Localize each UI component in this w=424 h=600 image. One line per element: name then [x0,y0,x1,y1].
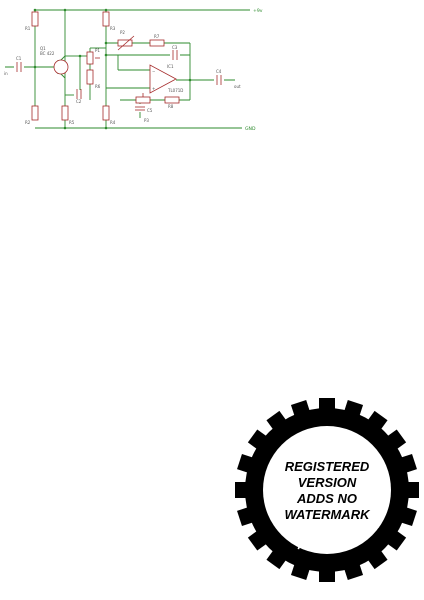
stamp-center [263,426,391,554]
transistor-q1 [53,59,69,75]
gear-tooth [385,529,407,551]
r5-label: R5 [69,120,75,125]
resistors [31,11,180,121]
r6-label: R6 [95,84,101,89]
gnd-label: GND [245,126,256,132]
svg-text:+: + [152,86,155,91]
r3-label: R3 [110,26,116,31]
stamp-line-1: REGISTERED [285,459,370,474]
gear-tooth [385,429,407,451]
resistor-r8 [164,96,180,104]
gear-tooth [247,529,269,551]
resistor-r1 [31,11,39,27]
capacitor-c4 [214,75,224,85]
gear-tooth [247,429,269,451]
resistor-r6 [86,69,94,85]
c5-label: C5 [147,108,153,113]
capacitors [14,50,224,112]
resistor-r4 [102,105,110,121]
opamp-ic1 [149,64,177,94]
c3-label: C3 [172,45,178,50]
capacitor-c2 [74,89,84,99]
gear-tooth [366,548,388,570]
resistor-r7 [149,39,165,47]
gear-tooth [266,548,288,570]
p1-label: P1 [95,48,100,53]
q1-part-label: BC 422 [40,51,55,56]
junctions [33,8,192,130]
c4-label: C4 [216,69,222,74]
gear-tooth [266,410,288,432]
q1-ref-label: Q1 [40,46,46,51]
stamp-line-3: ADDS NO [296,491,357,506]
capacitor-c3 [170,50,180,60]
capacitor-c1 [14,62,24,72]
output-label: out [234,84,241,89]
vplus-label: +9v [253,8,263,14]
capacitor-c5 [135,104,145,112]
potentiometer-p2 [117,35,135,51]
r7-label: R7 [154,34,160,39]
resistor-r5 [61,105,69,121]
p3-label: P3 [144,118,149,123]
potentiometer-p3 [135,93,151,104]
gear-tooth [366,410,388,432]
stamp-line-4: WATERMARK [285,507,372,522]
r1-label: R1 [25,26,31,31]
c2-label: C2 [76,99,82,104]
r8-label: R8 [168,104,174,109]
ic1-ref-label: IC1 [167,64,174,69]
r4-label: R4 [110,120,116,125]
p2-label: P2 [120,30,125,35]
potentiometers [86,35,151,104]
ic1-part-label: TL071D [167,88,183,93]
resistor-r3 [102,11,110,27]
stamp-line-2: VERSION [298,475,357,490]
resistor-r2 [31,105,39,121]
potentiometer-p1 [86,51,100,65]
c1-label: C1 [16,56,22,61]
r2-label: R2 [25,120,31,125]
input-label: in [4,71,8,76]
svg-text:−: − [152,69,155,74]
